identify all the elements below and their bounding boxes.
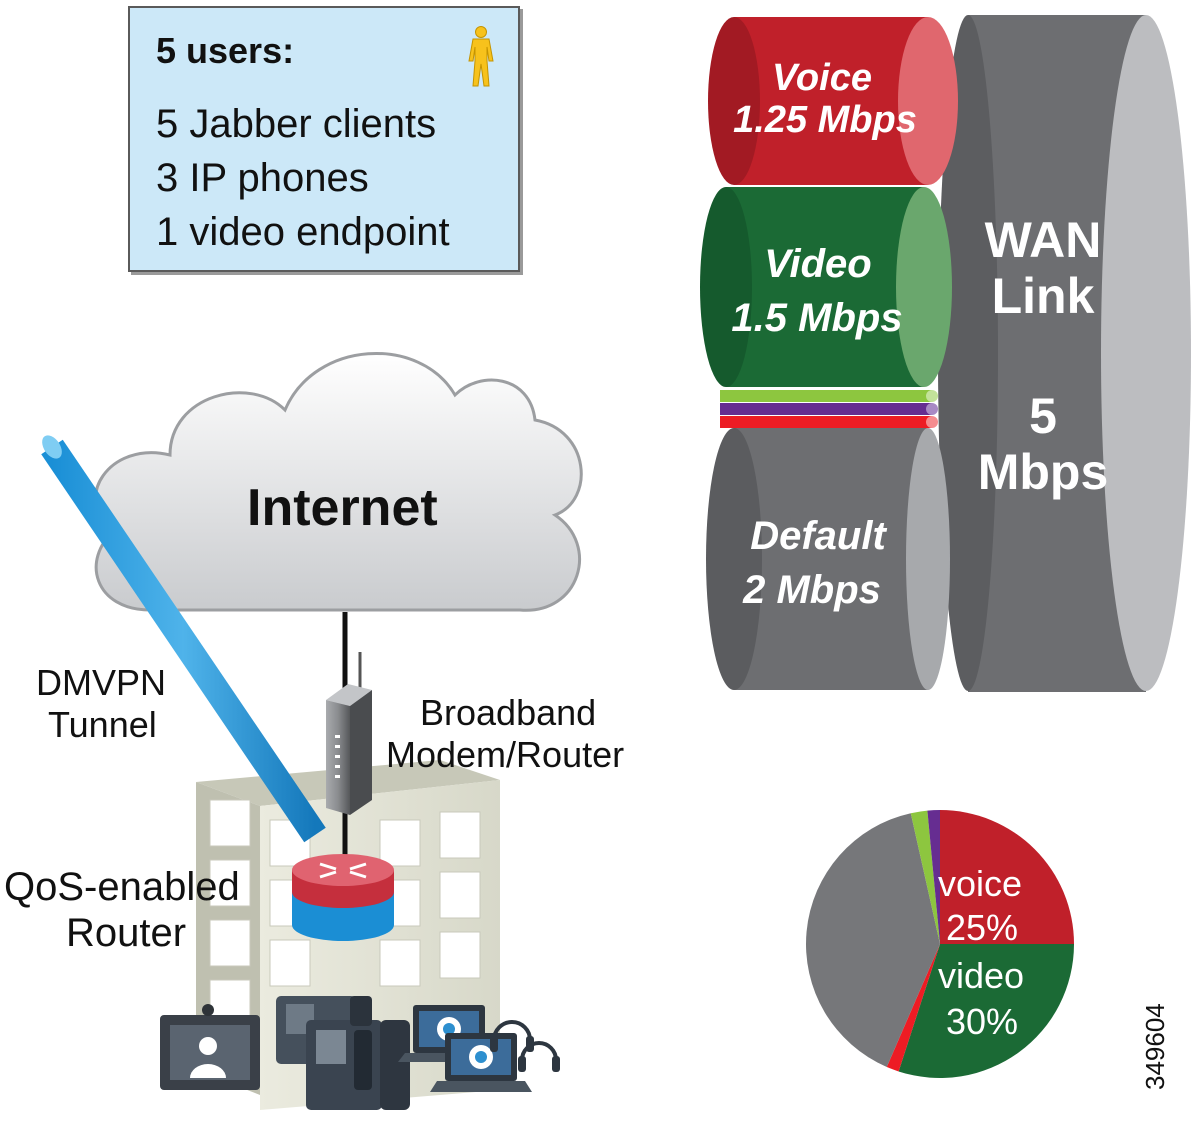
- pie-slice-other-4: [910, 810, 940, 944]
- wan-capacity-unit: Mbps: [977, 444, 1109, 500]
- video-endpoint-icon: [160, 1004, 260, 1090]
- pie-slice-video: [898, 944, 1074, 1078]
- pie-slice-other-2: [886, 944, 940, 1072]
- voice-segment-name: Voice: [772, 57, 872, 99]
- broadband-modem-icon: [326, 652, 372, 815]
- pie-slice-other-5: [927, 810, 940, 944]
- dmvpn-label-line1: DMVPN: [36, 662, 167, 703]
- users-line-jabber: 5 Jabber clients: [156, 102, 437, 146]
- pie-label-voice: voice: [938, 863, 1023, 904]
- pie-label-video: video: [938, 955, 1025, 996]
- jabber-clients-icon: [398, 1005, 560, 1092]
- voice-segment-rate: 1.25 Mbps: [733, 99, 917, 141]
- wan-segment-voice: [708, 17, 958, 185]
- users-line-video: 1 video endpoint: [156, 210, 450, 254]
- default-segment-name: Default: [750, 514, 886, 558]
- users-line-phones: 3 IP phones: [156, 156, 369, 200]
- pie-label-video-percent: 30%: [946, 1001, 1019, 1042]
- pie-slice-voice: [940, 810, 1074, 944]
- qos-router-icon: [292, 854, 394, 941]
- modem-label-line1: Broadband: [420, 692, 597, 733]
- users-title: 5 users:: [156, 30, 295, 71]
- internet-label: Internet: [247, 479, 438, 537]
- modem-label-line2: Modem/Router: [386, 734, 625, 775]
- wan-link-cylinder: [938, 15, 1191, 692]
- dmvpn-label-line2: Tunnel: [48, 704, 157, 745]
- person-icon: [468, 26, 494, 87]
- pie-label-voice-percent: 25%: [946, 907, 1019, 948]
- default-segment-rate: 2 Mbps: [743, 568, 881, 612]
- video-segment-name: Video: [764, 242, 872, 286]
- video-segment-rate: 1.5 Mbps: [731, 296, 903, 340]
- wan-link-label-line1: WAN: [984, 212, 1102, 268]
- router-label-line2: Router: [66, 911, 187, 955]
- wan-capacity-value: 5: [1029, 388, 1057, 444]
- router-label-line1: QoS-enabled: [4, 865, 240, 909]
- wan-segment-video: [700, 187, 952, 387]
- dmvpn-tunnel: [41, 435, 326, 843]
- ip-phones-icon: [276, 996, 410, 1110]
- wan-segment-default: [706, 428, 950, 690]
- wan-thin-bands: [720, 390, 938, 428]
- wan-link-label-line2: Link: [991, 268, 1095, 324]
- figure-id: 349604: [1140, 1003, 1170, 1090]
- pie-slice-other-3: [806, 813, 940, 1067]
- users-info-box: 5 users: 5 Jabber clients 3 IP phones 1 …: [128, 6, 520, 272]
